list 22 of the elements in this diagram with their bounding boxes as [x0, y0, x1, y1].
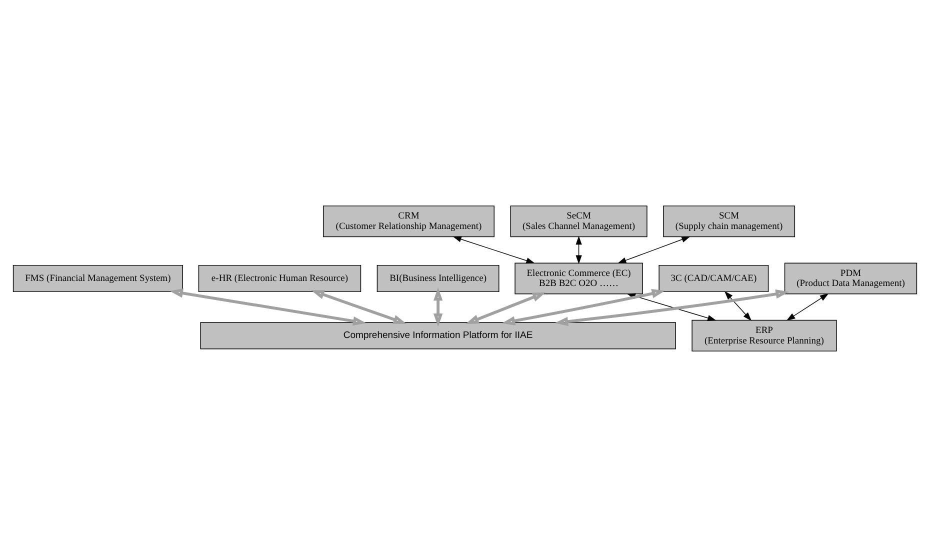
node-box: ERP (Enterprise Resource Planning) — [692, 319, 837, 351]
arrow — [786, 292, 829, 320]
node-box: FMS (Financial Management System) — [12, 264, 183, 292]
node-box: SCM (Supply chain management) — [663, 205, 796, 237]
arrow — [617, 236, 690, 263]
node-box: SeCM (Sales Channel Management) — [510, 205, 648, 237]
arrow — [554, 288, 789, 326]
arrow — [466, 292, 546, 324]
arrow — [170, 288, 366, 326]
arrow — [452, 236, 535, 264]
arrow — [724, 290, 752, 320]
node-box: e-HR (Electronic Human Resource) — [198, 264, 362, 292]
arrow — [311, 290, 407, 324]
arrow — [502, 288, 666, 325]
node-box: CRM (Customer Relationship Management) — [322, 205, 494, 237]
node-box: BI(Business Intelligence) — [376, 264, 500, 292]
node-box: Electronic Commerce (EC) B2B B2C O2O …… — [514, 262, 643, 294]
arrow — [576, 235, 582, 264]
node-box: 3C (CAD/CAM/CAE) — [658, 264, 769, 292]
arrow — [433, 286, 443, 326]
node-box: Comprehensive Information Platform for IIAE — [200, 322, 676, 349]
node-box: PDM (Product Data Management) — [784, 262, 918, 294]
